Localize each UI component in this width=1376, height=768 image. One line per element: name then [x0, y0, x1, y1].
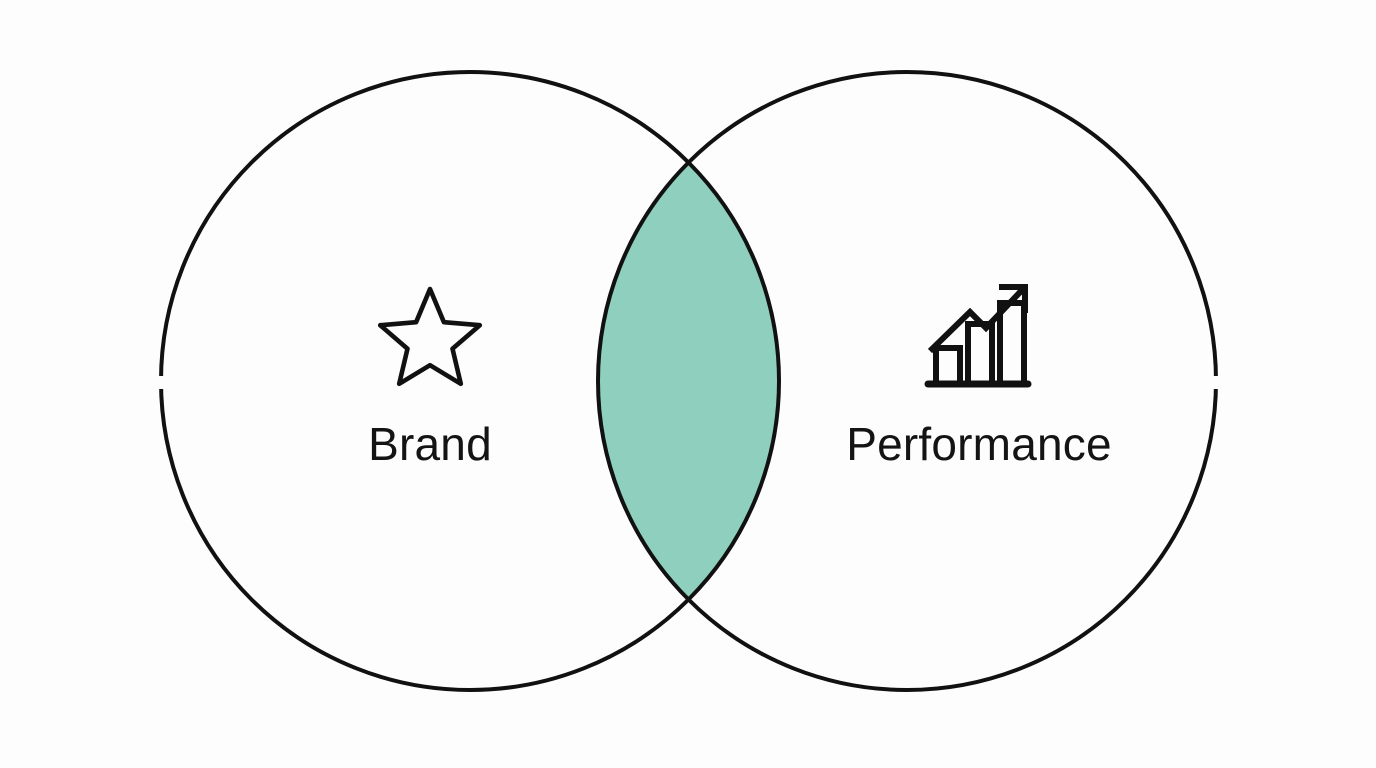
trend-line-icon: [927, 286, 1026, 354]
arrow-head-icon: [999, 284, 1028, 313]
bar-3-icon: [997, 300, 1027, 384]
bar-2-icon: [965, 321, 995, 384]
label-brand: Brand: [368, 418, 492, 470]
label-performance: Performance: [846, 418, 1112, 470]
bar-chart-growth-icon: [924, 284, 1032, 388]
bar-1-icon: [933, 345, 963, 384]
circle-brand[interactable]: [159, 70, 781, 692]
circle-performance[interactable]: [596, 70, 1218, 692]
star-icon: [377, 286, 483, 387]
